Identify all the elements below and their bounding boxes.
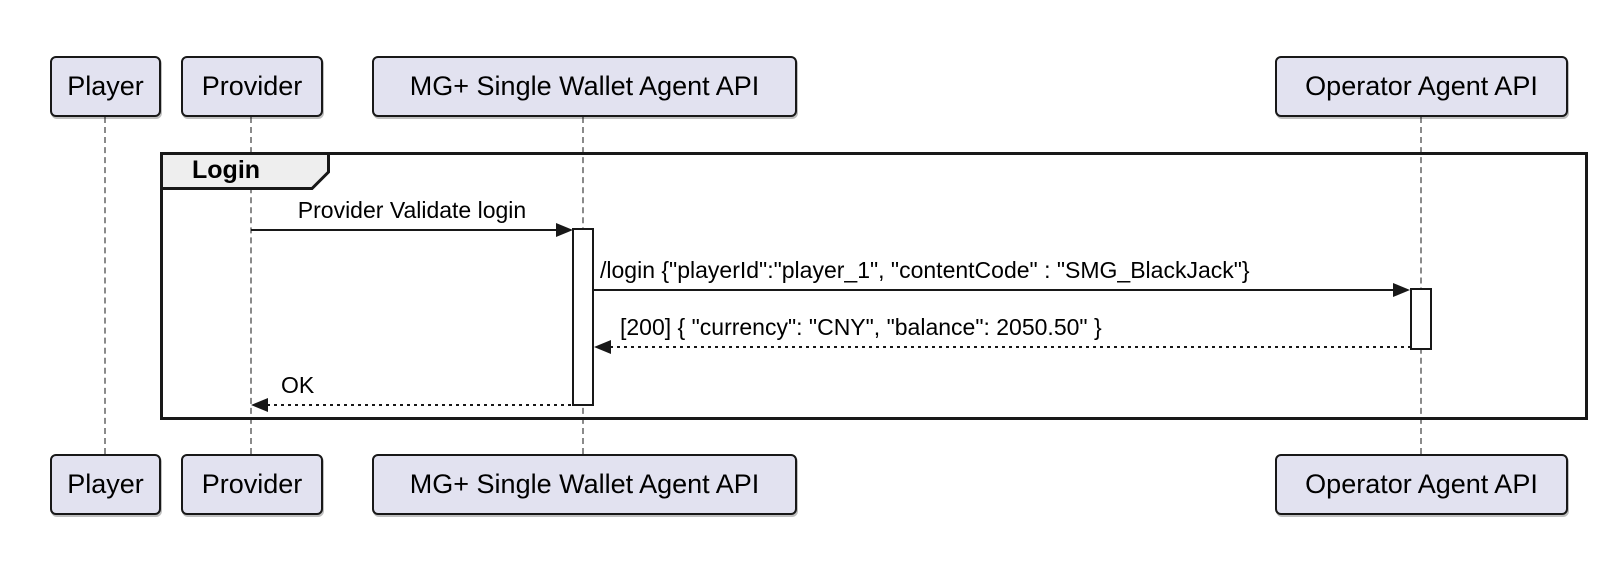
participant-operator-agent-api-bottom: Operator Agent API — [1275, 454, 1568, 515]
message-4-arrowhead-left-icon — [251, 398, 268, 412]
fragment-frame-login — [160, 152, 1588, 420]
lifeline-provider — [250, 117, 252, 454]
message-1-line — [251, 229, 561, 231]
lifeline-operator-agent-api — [1420, 117, 1422, 454]
participant-operator-agent-api-top-label: Operator Agent API — [1305, 71, 1538, 101]
message-3-line — [610, 346, 1410, 348]
participant-provider-top-label: Provider — [201, 71, 303, 101]
message-2-line — [594, 289, 1396, 291]
message-1-arrowhead-right-icon — [556, 223, 573, 237]
activation-bar-mg-single-wallet-agent-api — [572, 228, 594, 406]
participant-player-bottom: Player — [50, 454, 161, 515]
lifeline-player — [104, 117, 106, 454]
participant-provider-bottom: Provider — [181, 454, 323, 515]
participant-mg-single-wallet-agent-api-top: MG+ Single Wallet Agent API — [372, 56, 797, 117]
message-4-line — [267, 404, 573, 406]
message-2-label: /login {"playerId":"player_1", "contentC… — [600, 257, 1250, 283]
message-2-arrowhead-right-icon — [1393, 283, 1410, 297]
message-1-label: Provider Validate login — [297, 197, 527, 223]
participant-provider-top: Provider — [181, 56, 323, 117]
fragment-label-tab — [160, 152, 330, 190]
participant-player-top: Player — [50, 56, 161, 117]
participant-mg-single-wallet-agent-api-bottom-label: MG+ Single Wallet Agent API — [409, 469, 760, 499]
participant-player-top-label: Player — [67, 71, 144, 101]
participant-mg-single-wallet-agent-api-top-label: MG+ Single Wallet Agent API — [409, 71, 760, 101]
participant-provider-bottom-label: Provider — [201, 469, 303, 499]
participant-operator-agent-api-top: Operator Agent API — [1275, 56, 1568, 117]
participant-player-bottom-label: Player — [67, 469, 144, 499]
message-4-label: OK — [281, 372, 315, 398]
fragment-label: Login — [192, 156, 261, 184]
activation-bar-operator-agent-api — [1410, 288, 1432, 350]
participant-operator-agent-api-bottom-label: Operator Agent API — [1305, 469, 1538, 499]
participant-mg-single-wallet-agent-api-bottom: MG+ Single Wallet Agent API — [372, 454, 797, 515]
message-3-arrowhead-left-icon — [594, 340, 611, 354]
message-3-label: [200] { "currency": "CNY", "balance": 20… — [620, 314, 1102, 340]
